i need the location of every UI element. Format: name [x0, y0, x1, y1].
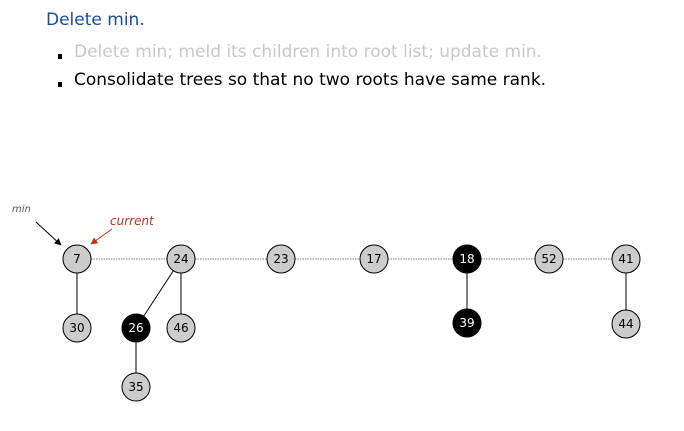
node-key: 46 — [173, 321, 188, 335]
current-label: current — [110, 214, 155, 228]
marked-node-circle — [452, 244, 482, 274]
node-circle — [166, 313, 196, 343]
node-circle — [62, 313, 92, 343]
bullet-delete-min: Delete min; meld its children into root … — [58, 38, 546, 66]
heap-node-35: 35 — [121, 372, 151, 402]
heap-node-41: 41 — [611, 244, 641, 274]
heap-node-18: 18 — [452, 244, 482, 274]
node-circle — [534, 244, 564, 274]
bullet-marker — [58, 82, 62, 87]
current-arrow — [90, 228, 113, 245]
node-key: 18 — [459, 252, 474, 266]
node-circle — [166, 244, 196, 274]
node-key: 7 — [73, 252, 81, 266]
min-arrow — [35, 221, 62, 246]
min-label: min — [12, 204, 31, 215]
heap-node-17: 17 — [359, 244, 389, 274]
marked-node-circle — [121, 313, 151, 343]
bullet-consolidate: Consolidate trees so that no two roots h… — [58, 66, 546, 94]
node-key: 35 — [128, 380, 143, 394]
node-key: 39 — [459, 316, 474, 330]
node-key: 44 — [618, 317, 633, 331]
tree-edge — [143, 270, 174, 317]
node-key: 17 — [366, 252, 381, 266]
node-circle — [266, 244, 296, 274]
node-circle — [611, 309, 641, 339]
node-circle — [611, 244, 641, 274]
heap-node-7: 7 — [62, 244, 92, 274]
heap-node-39: 39 — [452, 308, 482, 338]
current-pointer: current — [90, 214, 155, 245]
node-key: 30 — [69, 321, 84, 335]
heap-node-52: 52 — [534, 244, 564, 274]
node-key: 26 — [128, 321, 143, 335]
node-key: 41 — [618, 252, 633, 266]
bullet-text: Consolidate trees so that no two roots h… — [74, 70, 547, 90]
min-pointer: min — [12, 204, 62, 246]
bullet-marker — [58, 54, 62, 59]
heap-node-44: 44 — [611, 309, 641, 339]
node-key: 24 — [173, 252, 188, 266]
node-circle — [62, 244, 92, 274]
heap-node-24: 24 — [166, 244, 196, 274]
node-circle — [121, 372, 151, 402]
marked-node-circle — [452, 308, 482, 338]
bullet-list: Delete min; meld its children into root … — [58, 38, 546, 94]
node-layer: 7 24 23 17 18 52 41 30 26 46 35 39 44 — [62, 244, 641, 402]
slide-title: Delete min. — [46, 10, 145, 30]
bullet-text: Delete min; meld its children into root … — [74, 42, 542, 62]
heap-node-23: 23 — [266, 244, 296, 274]
edge-layer — [76, 258, 627, 373]
heap-node-46: 46 — [166, 313, 196, 343]
heap-node-26: 26 — [121, 313, 151, 343]
heap-node-30: 30 — [62, 313, 92, 343]
node-key: 52 — [541, 252, 556, 266]
node-circle — [359, 244, 389, 274]
node-key: 23 — [273, 252, 288, 266]
